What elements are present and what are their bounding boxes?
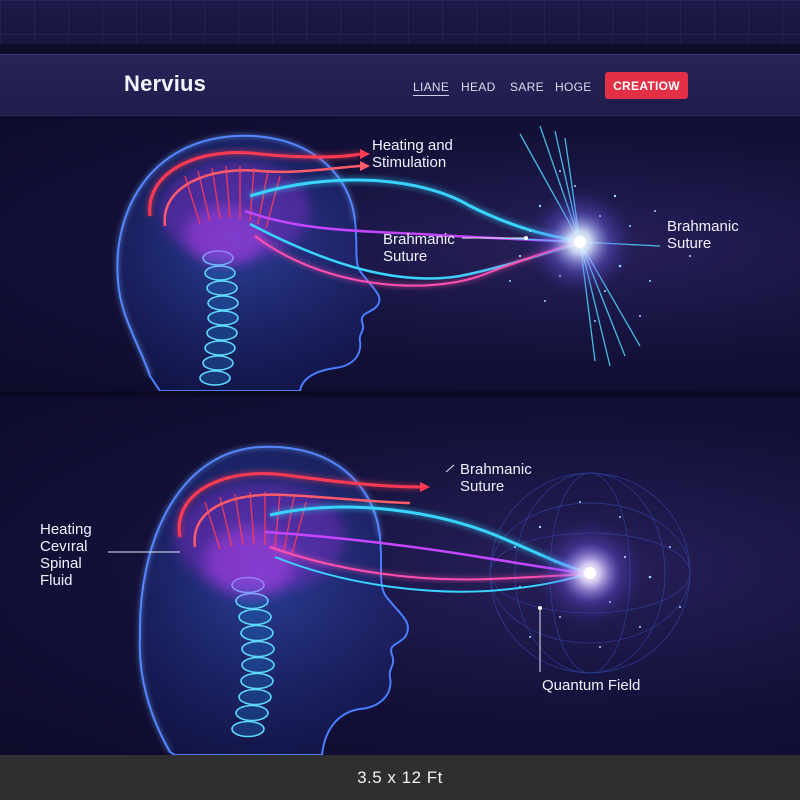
footer-bar: 3.5 x 12 Ft <box>0 755 800 800</box>
label-line: Heating and <box>372 137 453 154</box>
label-brahmanic-suture-mid: Brahmanic Suture <box>383 231 455 265</box>
head-illustration-top <box>114 125 691 391</box>
label-line: Brahmanic <box>667 218 739 235</box>
label-line: Cevıral <box>40 538 88 555</box>
creation-button[interactable]: CREATIOW <box>605 72 688 99</box>
panel-divider <box>0 391 800 397</box>
nav-link-head[interactable]: HEAD <box>461 80 496 94</box>
label-line: Brahmanic <box>460 461 532 478</box>
label-line: Suture <box>383 248 428 265</box>
label-line: Suture <box>667 235 712 252</box>
label-line: Brahmanic <box>383 231 455 248</box>
nav-link-liane[interactable]: LIANE <box>413 80 450 96</box>
label-line: Fluid <box>40 572 73 589</box>
illustration-panel-top: Heating and Stimulation Brahmanic Suture… <box>0 116 800 391</box>
illustration-panel-bottom: Brahmanic Suture Heating Cevıral Spinal … <box>0 397 800 755</box>
label-line: Suture <box>460 478 505 495</box>
navbar: Nervius LIANE HEAD SARE HOGE CREATIOW <box>0 54 800 116</box>
top-decorative-band <box>0 0 800 44</box>
brand-logo[interactable]: Nervius <box>124 71 207 96</box>
label-line: Spinal <box>40 555 82 572</box>
dimensions-text: 3.5 x 12 Ft <box>357 767 443 787</box>
label-heating-stimulation: Heating and Stimulation <box>372 137 453 171</box>
label-quantum-field: Quantum Field <box>542 677 641 694</box>
label-line: Stimulation <box>372 154 447 171</box>
label-brahmanic-suture: Brahmanic Suture <box>460 461 532 495</box>
head-illustration-bottom <box>108 444 691 755</box>
nav-link-sare[interactable]: SARE <box>510 80 544 94</box>
label-heating-spinal-fluid: Heating Cevıral Spinal Fluid <box>40 521 92 589</box>
label-line: Heating <box>40 521 92 538</box>
label-brahmanic-suture-right: Brahmanic Suture <box>667 218 739 252</box>
nav-link-hoge[interactable]: HOGE <box>555 80 592 94</box>
